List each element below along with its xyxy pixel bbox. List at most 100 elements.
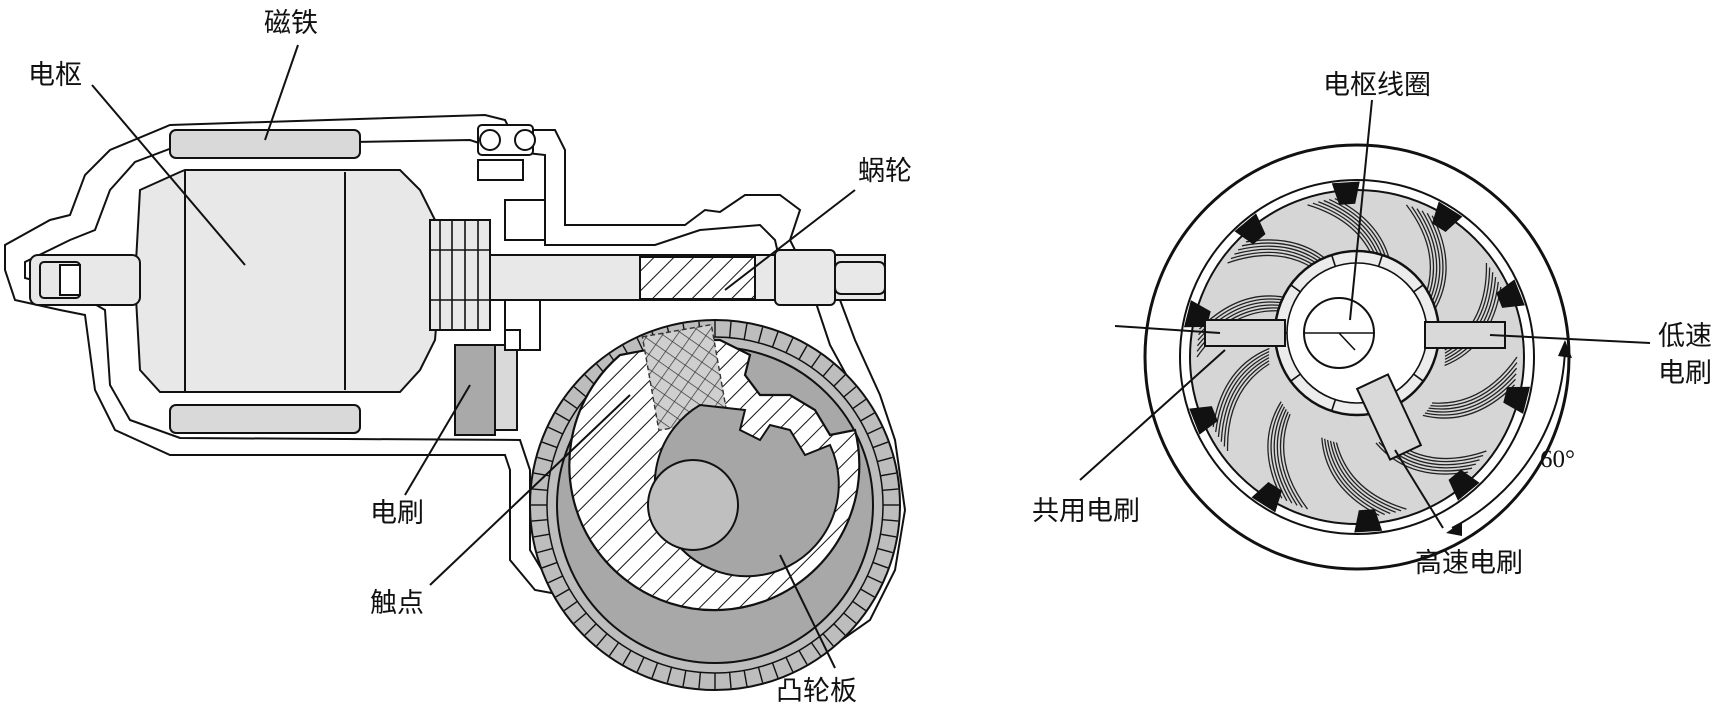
coil-wire: [1273, 406, 1293, 504]
coil-wire: [1324, 438, 1385, 516]
coil-wire: [1428, 367, 1518, 410]
coil-wire: [1375, 442, 1469, 475]
gear-tooth: [555, 588, 570, 598]
gear-tooth: [666, 667, 673, 683]
leader-contact: [429, 394, 631, 586]
gear-tooth: [785, 656, 794, 673]
core-slot-tooth: [1448, 469, 1480, 501]
commutator-segment: [1413, 284, 1424, 293]
gear-tooth: [843, 386, 857, 398]
label-magnet: 磁铁: [264, 8, 318, 39]
gear-tooth: [533, 472, 550, 477]
coil-wire: [1217, 354, 1270, 438]
gear-tooth: [852, 398, 867, 410]
coil-wire: [1326, 439, 1391, 515]
gear-tooth: [682, 670, 687, 687]
gear-tooth: [547, 575, 564, 584]
gear-tooth: [822, 363, 834, 377]
gear-tooth: [651, 662, 659, 679]
gear-tooth: [880, 533, 897, 538]
label-high-speed-brush: 高速电刷: [1415, 548, 1523, 579]
commutator-segment: [1413, 373, 1424, 382]
commutator-segment: [1290, 284, 1301, 293]
coil-wire: [1426, 373, 1517, 413]
high-speed-brush: [1355, 373, 1423, 461]
gear-tooth: [866, 575, 883, 584]
label-brush: 电刷: [370, 498, 424, 529]
core-slot-tooth: [1331, 181, 1360, 205]
gear-tooth: [843, 612, 857, 624]
gear-tooth: [531, 488, 548, 492]
armature: [133, 169, 442, 393]
gear-tooth: [698, 672, 702, 689]
motor-cross-section: [4, 113, 907, 691]
gear-tooth: [537, 456, 553, 463]
label-common-brush: 共用电刷: [1032, 496, 1140, 527]
coil-wire: [1335, 442, 1407, 510]
core-slot-tooth: [1251, 482, 1282, 513]
gear-tooth: [622, 650, 632, 665]
brush-holder: [454, 344, 496, 436]
magnet-bottom: [169, 404, 361, 434]
coil-wire: [1279, 411, 1303, 508]
gear-tooth: [537, 547, 553, 554]
gear-tooth: [563, 398, 578, 410]
leader-armature: [91, 84, 246, 266]
worm: [639, 256, 756, 300]
leader-cam-plate: [779, 554, 836, 669]
gear-tooth: [860, 412, 875, 422]
gear-tooth: [882, 488, 899, 492]
gear-tooth: [771, 331, 779, 348]
coil-wire: [1321, 437, 1380, 517]
gear-tooth: [822, 633, 834, 647]
gear-tooth: [880, 472, 897, 477]
core-slot-tooth: [1503, 386, 1531, 414]
gear-tooth: [728, 321, 732, 338]
commutator: [429, 219, 491, 331]
coil-wire: [1421, 210, 1441, 308]
label-low-speed-2: 电刷: [1658, 358, 1712, 389]
coil-wire: [1223, 360, 1270, 447]
gear-tooth: [860, 588, 875, 598]
coil-wire: [1426, 212, 1444, 311]
gear-tooth: [833, 623, 846, 636]
label-contact: 触点: [370, 588, 424, 619]
gear-tooth: [743, 670, 748, 687]
core-slot-tooth: [1189, 406, 1218, 435]
gear-tooth: [798, 650, 808, 665]
gear-tooth: [757, 667, 764, 683]
coil-wire: [1431, 356, 1518, 404]
coil-wire: [1226, 363, 1270, 452]
coil-wire: [1212, 347, 1270, 428]
core-slot-tooth: [1234, 213, 1266, 245]
label-armature-coil: 电枢线圈: [1323, 70, 1431, 101]
angle-arrow-top: [1558, 340, 1572, 358]
leader-worm-gear: [724, 189, 856, 291]
gear-tooth: [596, 633, 608, 647]
commutator-segment: [1290, 373, 1301, 382]
leader-armature-coil: [1349, 99, 1373, 321]
gear-tooth: [636, 656, 645, 673]
gear-tooth: [833, 374, 846, 387]
gear-tooth: [531, 518, 548, 522]
gear-tooth: [810, 642, 822, 657]
gear-tooth: [877, 456, 893, 463]
angle-arc: [1451, 347, 1566, 529]
coil-wire: [1422, 384, 1516, 419]
coil-wire: [1424, 378, 1516, 416]
label-angle: 60°: [1540, 446, 1575, 473]
gear-tooth: [541, 441, 558, 449]
brush-arrangement: [1143, 143, 1571, 571]
coil-wire: [1332, 441, 1402, 512]
commutator-segment: [1330, 399, 1337, 412]
motor-housing-outer: [4, 113, 907, 670]
coil-wire: [1416, 208, 1438, 305]
coil-wire: [1215, 350, 1270, 433]
gear-tooth: [852, 600, 867, 612]
gear-tooth: [728, 672, 732, 689]
label-armature: 电枢: [28, 60, 82, 91]
gear-tooth: [785, 337, 794, 354]
gear-tooth: [810, 353, 822, 368]
gear-tooth: [533, 533, 550, 538]
